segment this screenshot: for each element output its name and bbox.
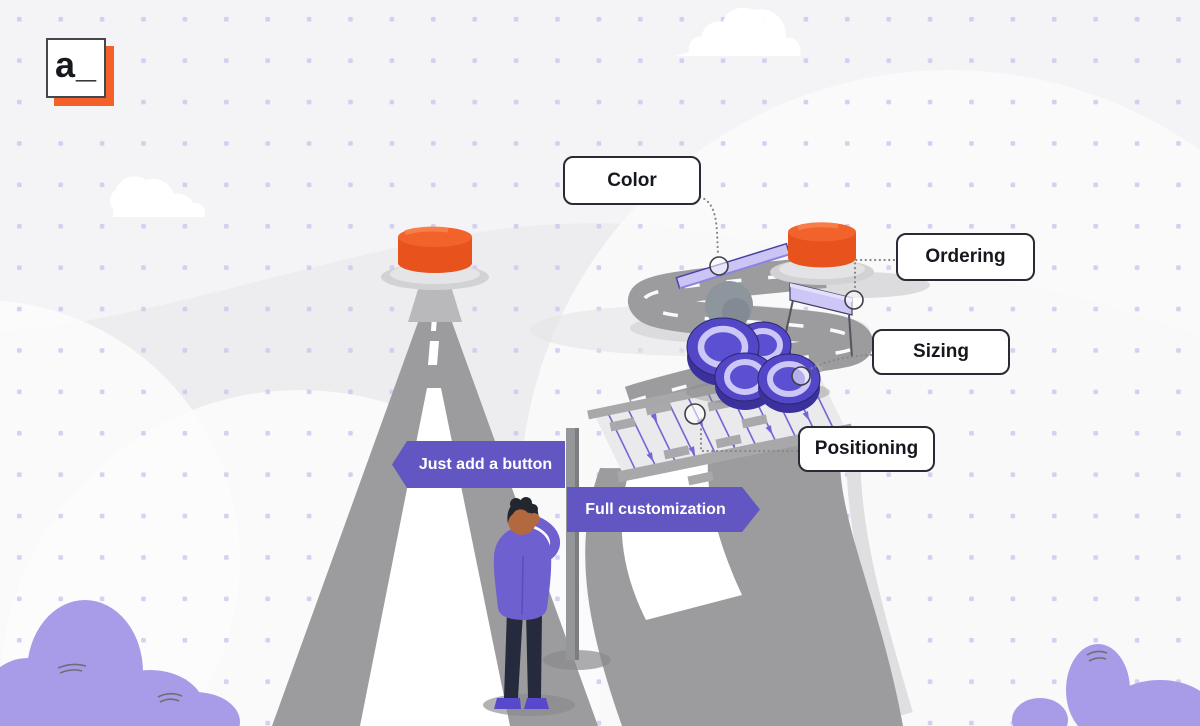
- sign-just-add-a-button: Just add a button: [392, 441, 565, 488]
- person: [483, 497, 575, 716]
- callout-sizing-label: Sizing: [913, 341, 969, 362]
- callout-anchors: [684, 256, 864, 425]
- ordering-anchor: [844, 290, 864, 310]
- callout-color-label: Color: [607, 169, 657, 191]
- cloud-top: [676, 7, 801, 56]
- logo-mark: a_: [46, 38, 106, 98]
- color-anchor: [709, 256, 729, 276]
- ordering-connector: [853, 258, 896, 293]
- callout-color: Color: [563, 156, 701, 205]
- positioning-connector: [699, 423, 799, 453]
- positioning-anchor: [684, 403, 706, 425]
- callout-connectors: [698, 195, 896, 453]
- callout-positioning-label: Positioning: [814, 438, 919, 459]
- bush-right: [1012, 644, 1200, 726]
- hand: [528, 513, 540, 525]
- sign-left-label: Just add a button: [418, 455, 553, 473]
- callout-positioning: Positioning: [798, 426, 935, 472]
- head: [508, 507, 536, 535]
- orange-button-right: [788, 222, 856, 268]
- hurdle-gate: [785, 282, 853, 358]
- sign-right-label: Full customization: [585, 500, 726, 518]
- appsmith-logo: a_: [46, 38, 114, 106]
- raised-arm: [531, 516, 561, 561]
- orange-button-left: [398, 226, 472, 273]
- callout-ordering-label: Ordering: [925, 246, 1006, 267]
- shoe-left: [494, 698, 521, 709]
- tire-stack: [686, 317, 830, 413]
- callout-ordering: Ordering: [896, 233, 1035, 281]
- shoe-right: [524, 698, 549, 709]
- signpost-pole: [543, 428, 611, 670]
- sizing-anchor: [791, 366, 811, 386]
- sign-full-customization: Full customization: [567, 487, 760, 532]
- color-connector: [698, 195, 720, 257]
- cloud-left: [110, 176, 205, 217]
- hair: [507, 497, 539, 524]
- callout-sizing: Sizing: [872, 329, 1010, 375]
- bush-left: [0, 600, 240, 726]
